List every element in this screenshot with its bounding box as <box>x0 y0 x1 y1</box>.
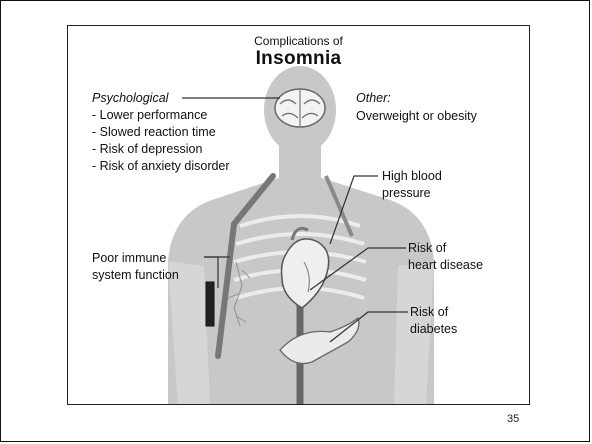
heart-disease-label: heart disease <box>408 257 483 273</box>
psychological-item: - Lower performance <box>92 107 207 123</box>
diabetes-label: Risk of <box>410 304 448 320</box>
poor-immune-label: system function <box>92 267 179 283</box>
other-item: Overweight or obesity <box>356 108 477 124</box>
high-blood-pressure-label: High blood <box>382 168 442 184</box>
diagram-panel: Complications of Insomnia Psychological … <box>67 25 530 405</box>
psychological-item: - Slowed reaction time <box>92 124 216 140</box>
psychological-item: - Risk of anxiety disorder <box>92 158 230 174</box>
title-small: Complications of <box>68 34 529 48</box>
body-illustration <box>68 26 530 405</box>
psychological-item: - Risk of depression <box>92 141 202 157</box>
other-heading: Other: <box>356 90 391 106</box>
poor-immune-label: Poor immune <box>92 250 166 266</box>
psychological-heading: Psychological <box>92 90 168 106</box>
diabetes-label: diabetes <box>410 321 457 337</box>
title-big: Insomnia <box>68 48 529 70</box>
brain-icon <box>275 89 325 127</box>
arm-device-icon <box>206 282 214 326</box>
page-number: 35 <box>507 413 519 425</box>
heart-disease-label: Risk of <box>408 240 446 256</box>
high-blood-pressure-label: pressure <box>382 185 431 201</box>
